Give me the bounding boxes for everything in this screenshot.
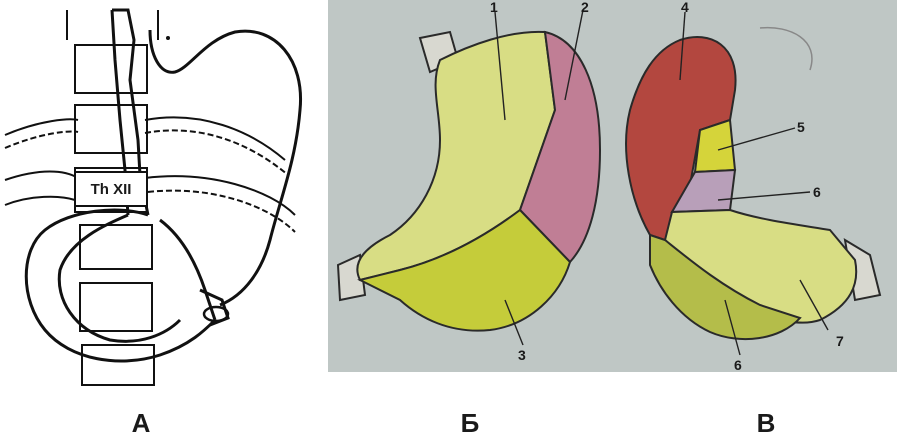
panel-a-drawing — [5, 10, 301, 385]
panel-b-c-image: 1 2 3 4 5 6 7 6 — [328, 0, 897, 373]
region-label-1: 1 — [490, 0, 498, 15]
region-label-6-lower: 6 — [734, 357, 742, 373]
panel-caption-c: В — [757, 408, 776, 438]
region-label-7: 7 — [836, 333, 844, 349]
vertebra-th12-label: Th XII — [91, 181, 132, 198]
region-label-4: 4 — [681, 0, 689, 15]
panel-caption-b: Б — [461, 408, 480, 438]
ribs — [5, 117, 295, 232]
stomach-outline — [26, 10, 300, 361]
panel-caption-a: А — [132, 408, 151, 438]
region-label-2: 2 — [581, 0, 589, 15]
region-label-3: 3 — [518, 347, 526, 363]
region-label-6-upper: 6 — [813, 184, 821, 200]
region-label-5: 5 — [797, 119, 805, 135]
vertebra-th12-label-group: Th XII — [75, 172, 147, 206]
